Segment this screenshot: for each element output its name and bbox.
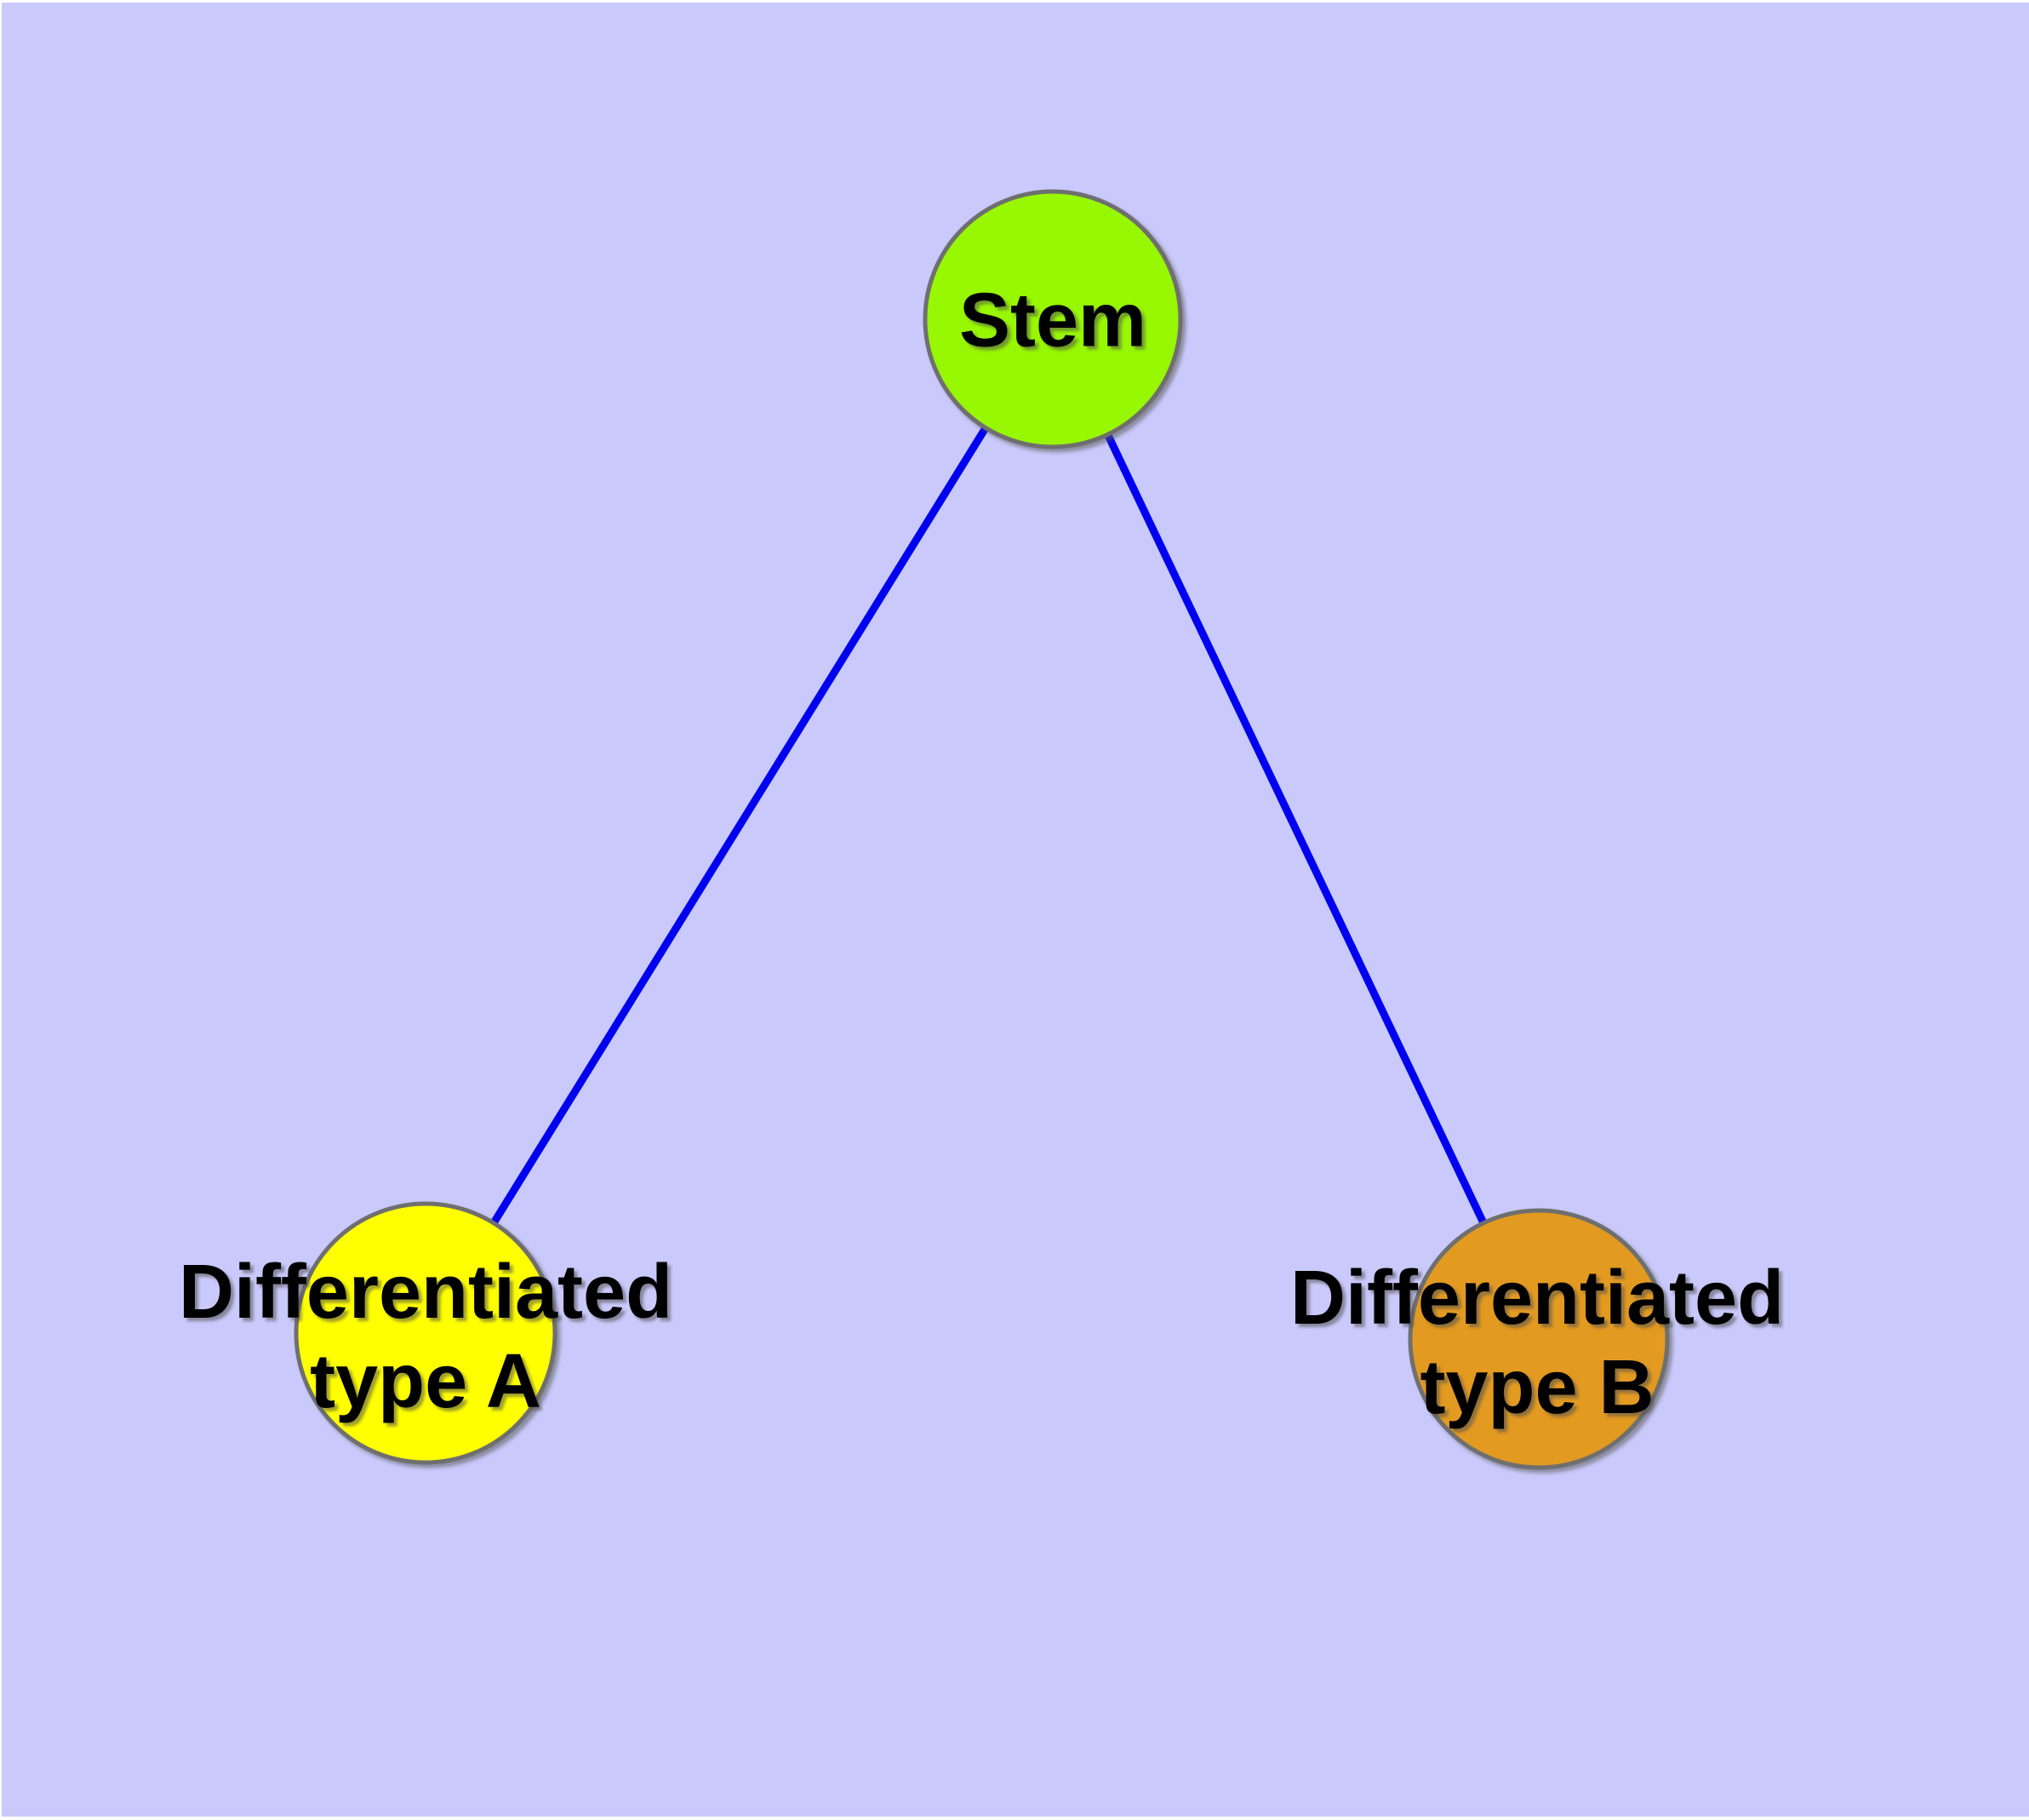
- node-stem-circle: [923, 189, 1183, 449]
- node-group: [294, 189, 1670, 1470]
- edge-stem-to-type-a: [422, 317, 1056, 1336]
- edge-group: [422, 317, 1543, 1341]
- node-type-b-circle: [1408, 1208, 1670, 1470]
- node-type-a-circle: [294, 1201, 557, 1465]
- edge-stem-to-type-b: [1049, 318, 1543, 1341]
